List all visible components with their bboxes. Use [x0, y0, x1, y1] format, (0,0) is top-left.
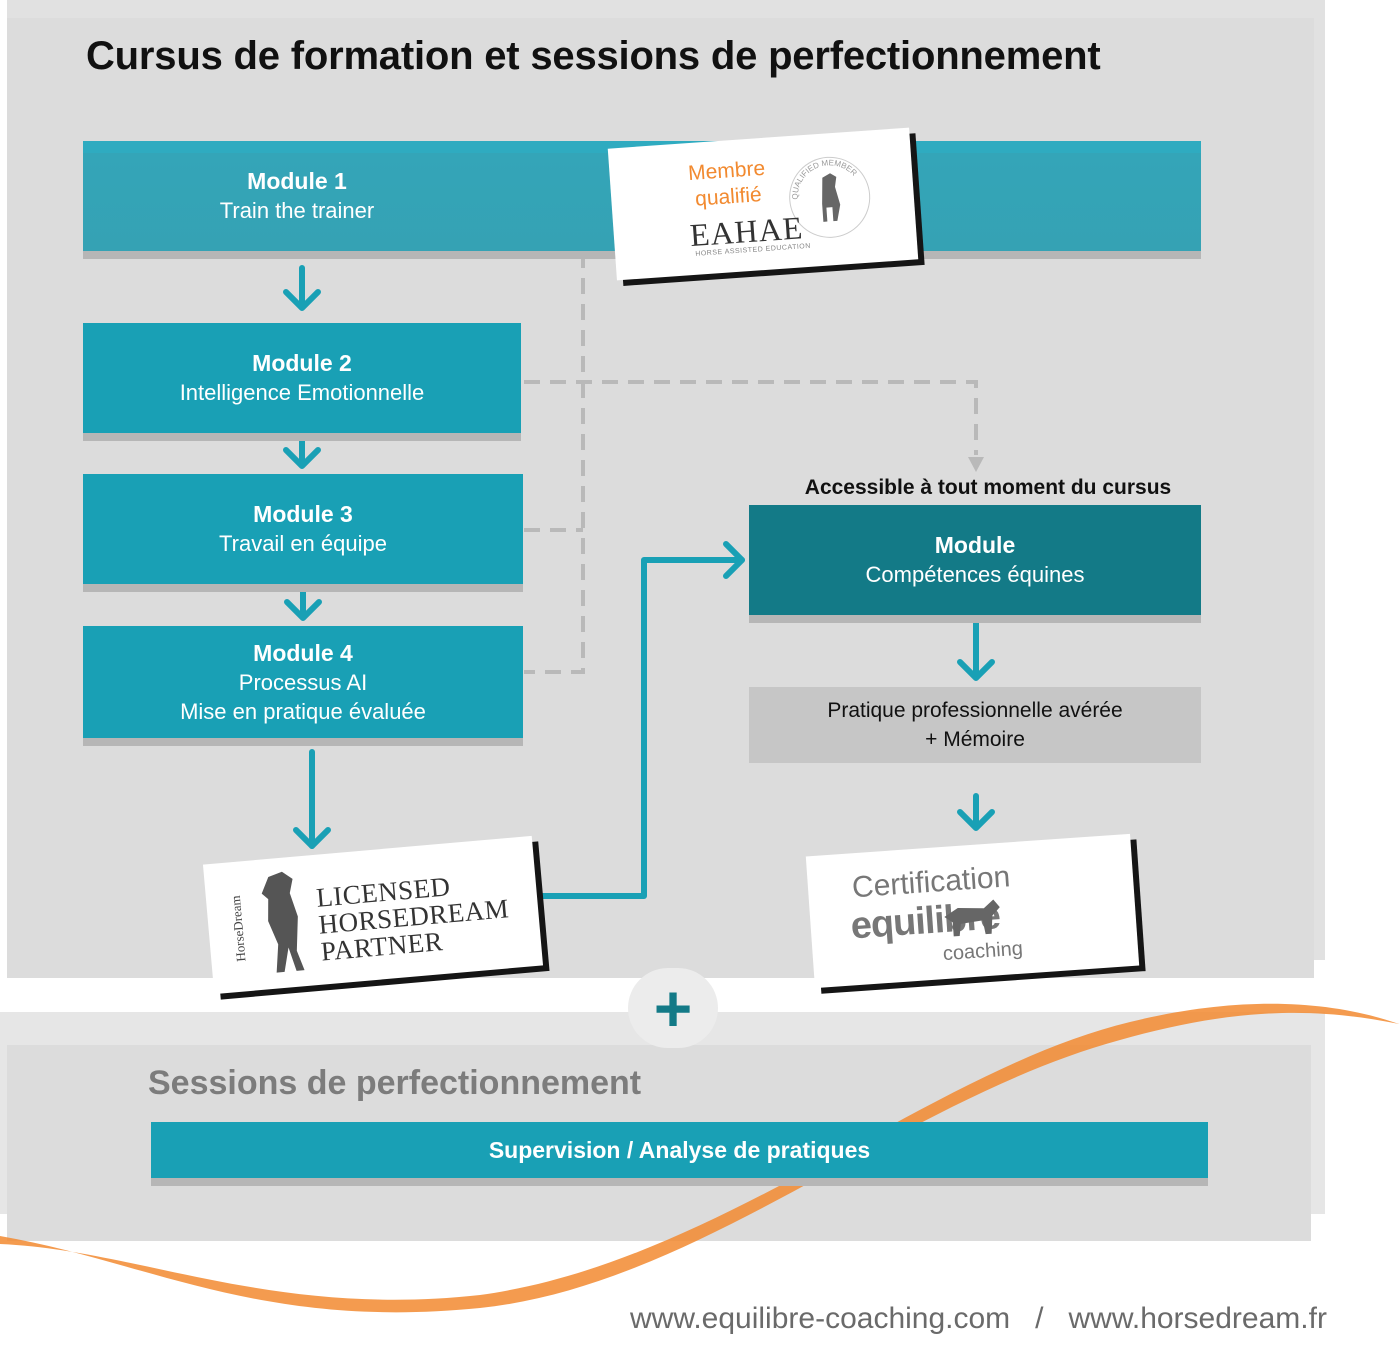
equilibre-badge: Certification equilibre coaching [805, 833, 1140, 989]
horsedream-badge: HorseDream LICENSED HORSEDREAM PARTNER [202, 835, 544, 995]
module-1: Module 1 Train the trainer [83, 141, 511, 251]
arrow-down-icon [283, 433, 321, 469]
module-4-line1: Processus AI [238, 669, 368, 695]
module-3-title: Module 3 [253, 501, 353, 527]
arrow-down-icon [968, 457, 984, 472]
supervision-bar: Supervision / Analyse de pratiques [151, 1122, 1208, 1178]
module-3: Module 3 Travail en équipe [83, 474, 523, 584]
module-competences-subtitle: Compétences équines [865, 562, 1085, 587]
arrow-down-icon [957, 617, 995, 681]
eahae-badge: Membre qualifié QUALIFIED MEMBER EAHAE H… [607, 127, 919, 281]
module-2-title: Module 2 [252, 350, 352, 376]
coaching-label: coaching [942, 937, 1024, 966]
arrow-down-icon [957, 793, 995, 831]
module-4: Module 4 Processus AI Mise en pratique é… [83, 626, 523, 738]
membre-qualifie-label: Membre qualifié [687, 156, 766, 211]
module-3-subtitle: Travail en équipe [219, 531, 387, 556]
arrow-down-icon [284, 585, 322, 621]
plus-icon: + [653, 971, 693, 1045]
module-competences-title: Module [934, 532, 1016, 558]
sessions-title: Sessions de perfectionnement [148, 1064, 642, 1102]
module-1-subtitle: Train the trainer [219, 198, 375, 223]
horse-icon [261, 871, 305, 973]
pratique-line2: + Mémoire [925, 728, 1025, 751]
module-competences: Module Compétences équines [749, 505, 1201, 615]
accessible-label: Accessible à tout moment du cursus [804, 476, 1172, 499]
horse-icon: QUALIFIED MEMBER [788, 156, 871, 238]
dashed-connector [524, 252, 978, 674]
page-title: Cursus de formation et sessions de perfe… [86, 34, 1101, 78]
module-4-title: Module 4 [253, 639, 353, 666]
module-2: Module 2 Intelligence Emotionnelle [83, 323, 521, 433]
footer-links: www.equilibre-coaching.com / www.horsedr… [630, 1302, 1327, 1335]
plus-circle [628, 968, 718, 1048]
arrow-right-icon [537, 541, 745, 899]
arrow-down-icon [283, 265, 321, 311]
module-4-line2: Mise en pratique évaluée [180, 698, 426, 724]
horsedream-text: LICENSED HORSEDREAM PARTNER [315, 868, 512, 966]
module-1-title: Module 1 [247, 168, 347, 194]
arrow-down-icon [293, 749, 331, 849]
pratique-box: Pratique professionnelle avérée + Mémoir… [749, 687, 1201, 763]
pratique-line1: Pratique professionnelle avérée [827, 699, 1123, 722]
module-2-subtitle: Intelligence Emotionnelle [179, 380, 425, 405]
horse-icon [944, 899, 1000, 937]
